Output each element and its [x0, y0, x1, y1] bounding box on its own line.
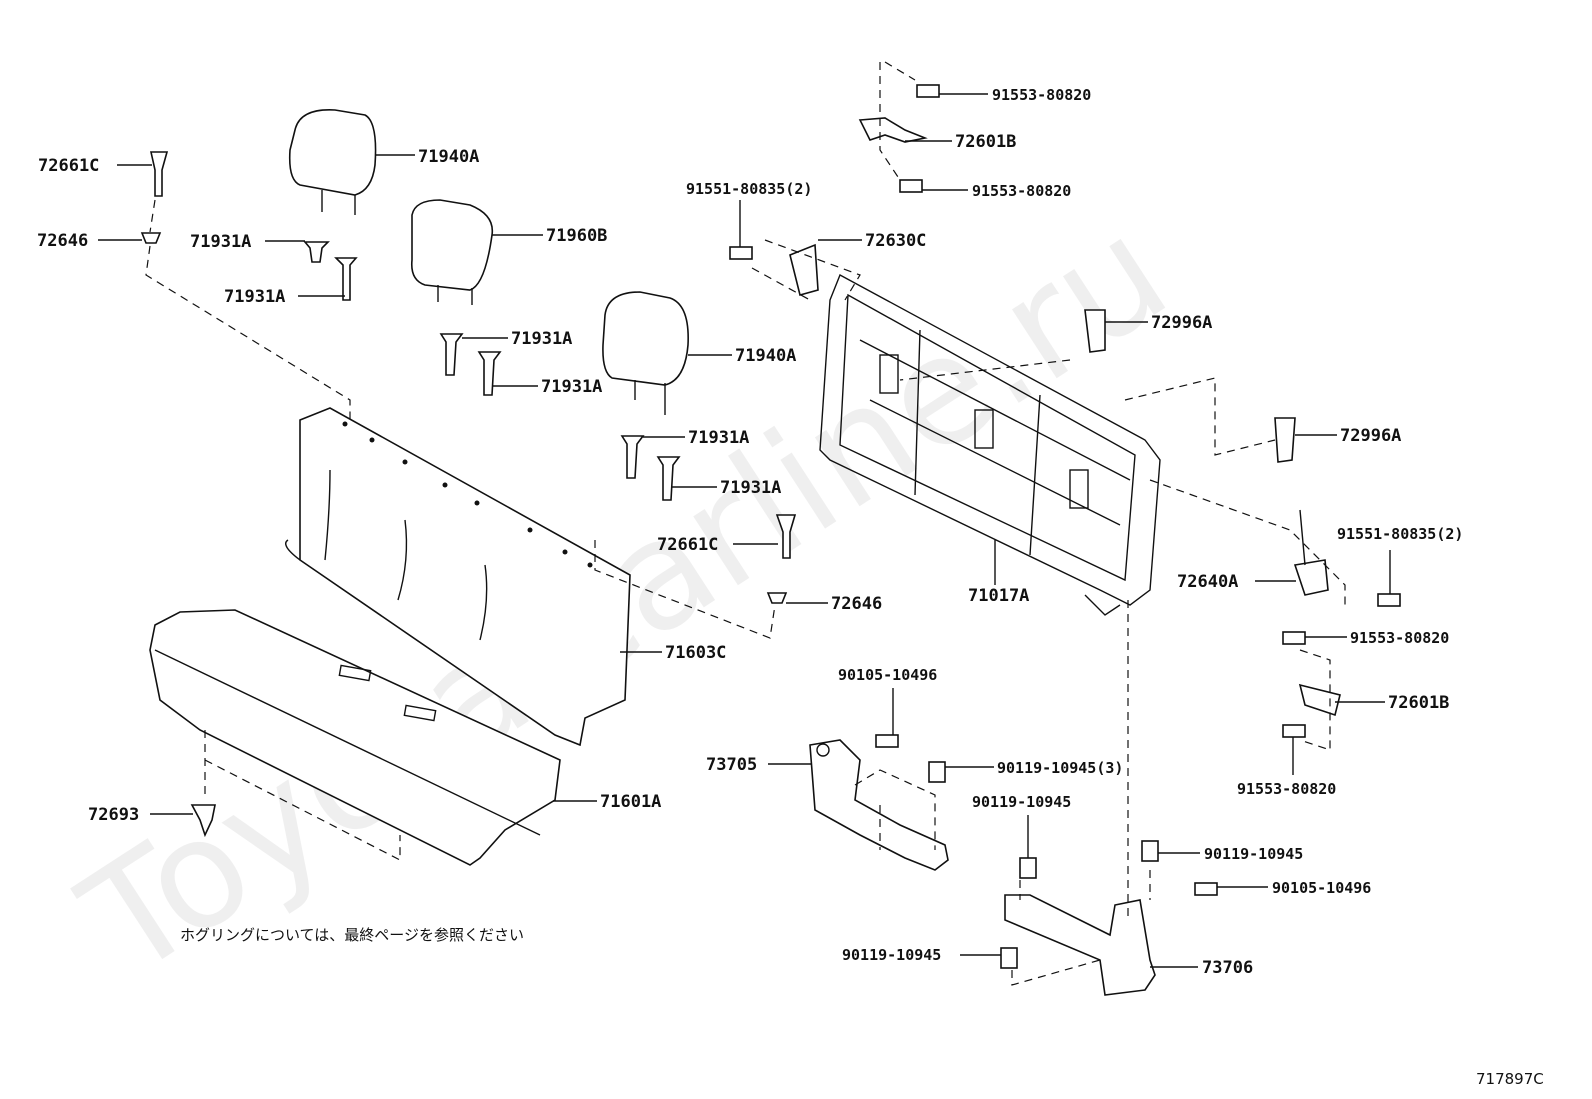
headrest-71940A-right [602, 291, 689, 415]
callout-71940A[interactable]: 71940A [735, 346, 796, 366]
seat-cushion-71601A [149, 609, 561, 866]
callout-71931A[interactable]: 71931A [541, 377, 602, 397]
headrest-guides [303, 241, 681, 501]
callout-72693[interactable]: 72693 [88, 805, 139, 825]
callout-71931A[interactable]: 71931A [720, 478, 781, 498]
callout-90105-10496[interactable]: 90105-10496 [1272, 879, 1371, 897]
callout-91551-80835[interactable]: 91551-80835(2) [1337, 525, 1463, 543]
hog-pins [140, 151, 797, 604]
callout-72601B[interactable]: 72601B [1388, 693, 1449, 713]
callout-72630C[interactable]: 72630C [865, 231, 926, 251]
seat-back-71603C [285, 407, 631, 747]
headrest-71960B-center [410, 199, 494, 305]
callout-72996A[interactable]: 72996A [1340, 426, 1401, 446]
callout-72661C[interactable]: 72661C [38, 156, 99, 176]
callout-91551-80835[interactable]: 91551-80835(2) [686, 180, 812, 198]
callout-71603C[interactable]: 71603C [665, 643, 726, 663]
callout-73706[interactable]: 73706 [1202, 958, 1253, 978]
callout-71931A[interactable]: 71931A [688, 428, 749, 448]
callout-72996A[interactable]: 72996A [1151, 313, 1212, 333]
callout-90119-10945[interactable]: 90119-10945 [1204, 845, 1303, 863]
callout-71940A[interactable]: 71940A [418, 147, 479, 167]
frame-brackets [789, 117, 1341, 717]
callout-91553-80820[interactable]: 91553-80820 [992, 86, 1091, 104]
headrest-71940A-left [288, 109, 377, 215]
callout-91553-80820[interactable]: 91553-80820 [1237, 780, 1336, 798]
callout-90119-10945[interactable]: 90119-10945(3) [997, 759, 1123, 777]
leader-lines [98, 93, 1391, 968]
seat-back-frame-71017A [819, 274, 1161, 616]
part-labels: 72661C 72646 71940A 71931A 71931A 71960B… [37, 86, 1463, 978]
callout-90105-10496[interactable]: 90105-10496 [838, 666, 937, 684]
callout-71017A[interactable]: 71017A [968, 586, 1029, 606]
callout-71931A[interactable]: 71931A [224, 287, 285, 307]
callout-72646[interactable]: 72646 [37, 231, 88, 251]
callout-91553-80820[interactable]: 91553-80820 [972, 182, 1071, 200]
callout-72601B[interactable]: 72601B [955, 132, 1016, 152]
callout-72640A[interactable]: 72640A [1177, 572, 1238, 592]
callout-90119-10945[interactable]: 90119-10945 [972, 793, 1071, 811]
callout-91553-80820[interactable]: 91553-80820 [1350, 629, 1449, 647]
callout-73705[interactable]: 73705 [706, 755, 757, 775]
callout-90119-10945[interactable]: 90119-10945 [842, 946, 941, 964]
callout-71931A[interactable]: 71931A [190, 232, 251, 252]
callout-72661C[interactable]: 72661C [657, 535, 718, 555]
bolts-right [729, 84, 1401, 969]
bracket-73705 [809, 739, 949, 871]
hog-ring-note: ホグリングについては、最終ページを参照ください [180, 926, 524, 944]
seat-cushion-clip-72693 [190, 804, 216, 838]
figure-code: 717897C [1476, 1070, 1544, 1088]
callout-71931A[interactable]: 71931A [511, 329, 572, 349]
callout-72646[interactable]: 72646 [831, 594, 882, 614]
callout-71960B[interactable]: 71960B [546, 226, 607, 246]
callout-71601A[interactable]: 71601A [600, 792, 661, 812]
